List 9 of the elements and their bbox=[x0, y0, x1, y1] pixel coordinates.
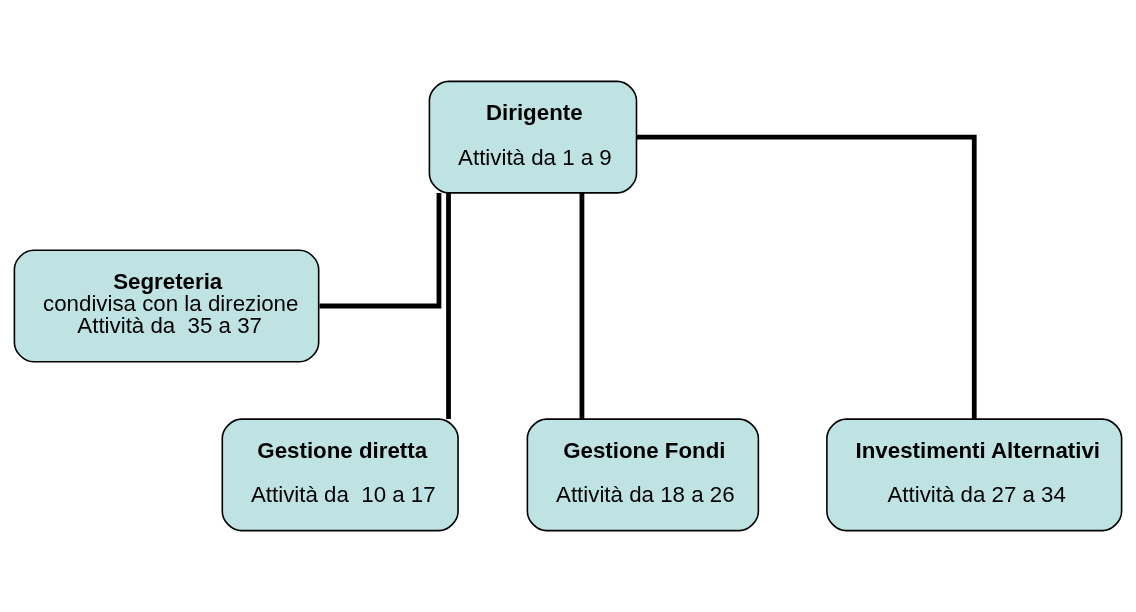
connector bbox=[636, 134, 977, 420]
connector bbox=[579, 192, 585, 419]
connector bbox=[319, 192, 442, 309]
node-box: Gestione Fondi Attività da 18 a 26 bbox=[526, 418, 760, 532]
node-box: Dirigente Attività da 1 a 9 bbox=[428, 80, 638, 194]
node-box: Segreteria condivisa con la direzione Attività da 35 a 37 bbox=[13, 249, 320, 363]
node-box: Gestione diretta Attività da 10 a 17 bbox=[221, 418, 459, 532]
node-box: Investimenti Alternativi Attività da 27 a 34 bbox=[826, 418, 1123, 532]
connector bbox=[446, 192, 451, 419]
